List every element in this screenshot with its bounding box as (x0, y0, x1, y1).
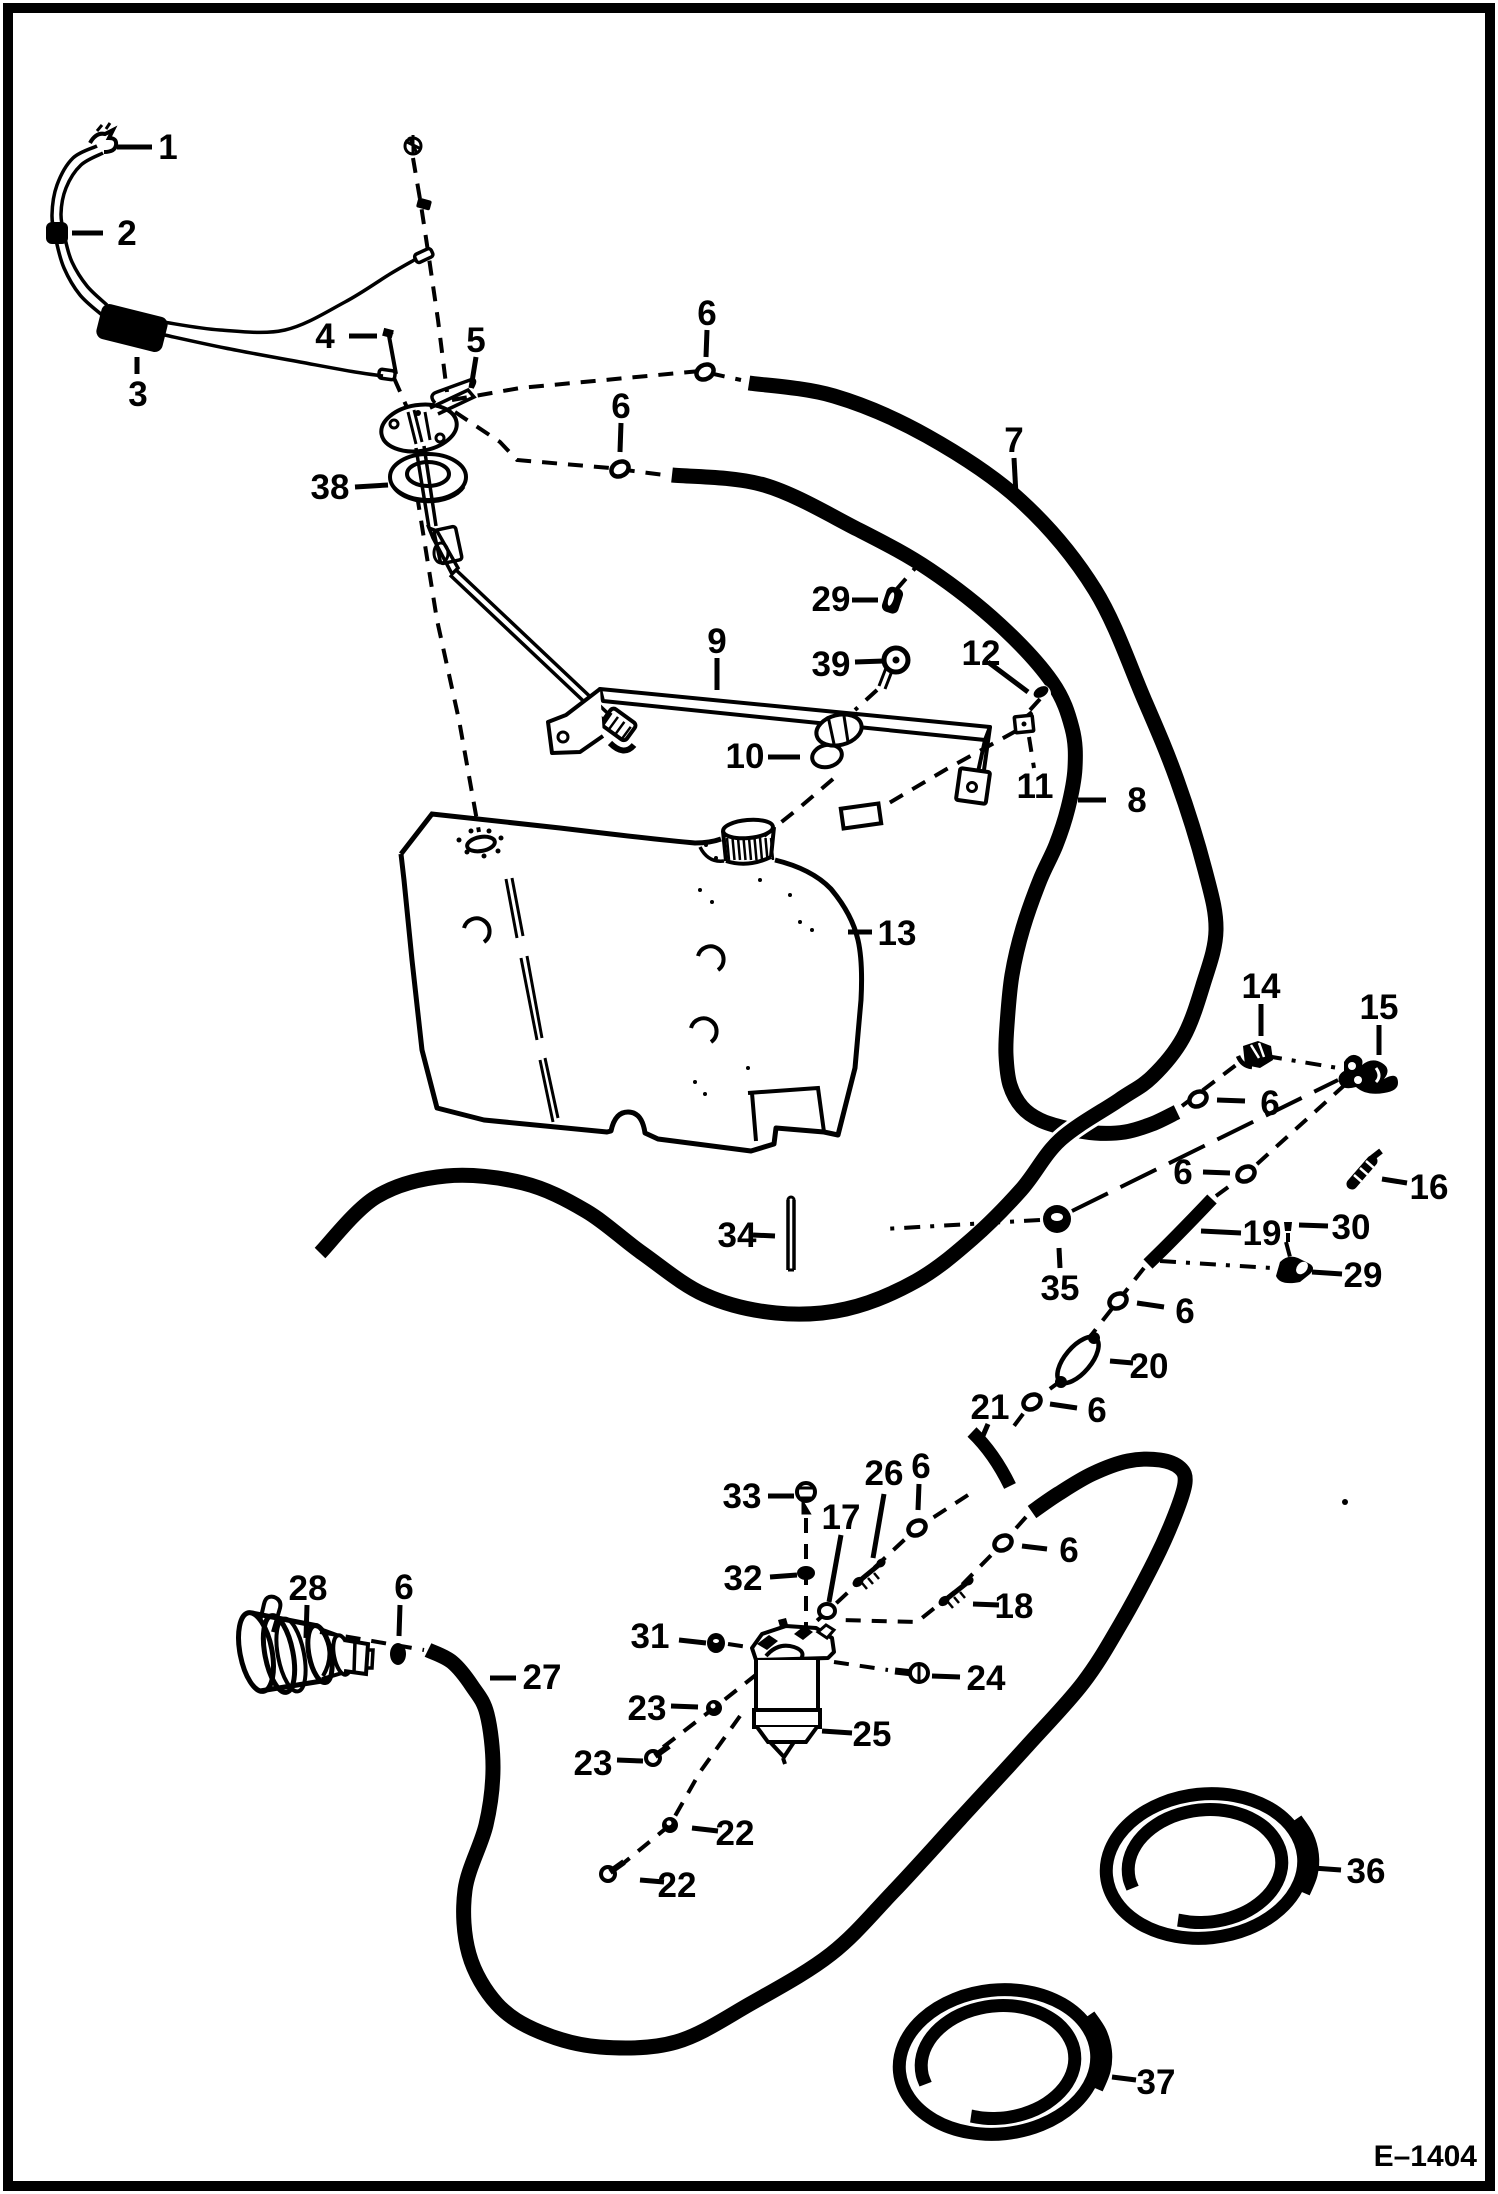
svg-text:16: 16 (1410, 1168, 1449, 1207)
svg-text:15: 15 (1360, 988, 1399, 1027)
svg-text:22: 22 (658, 1866, 697, 1905)
svg-text:6: 6 (1059, 1531, 1078, 1570)
svg-text:27: 27 (523, 1658, 562, 1697)
svg-text:6: 6 (697, 294, 716, 333)
svg-text:2: 2 (117, 214, 136, 253)
svg-text:19: 19 (1243, 1214, 1282, 1253)
svg-text:6: 6 (911, 1447, 930, 1486)
svg-text:7: 7 (1004, 421, 1023, 460)
svg-text:E–1404: E–1404 (1374, 2140, 1478, 2173)
svg-text:25: 25 (853, 1715, 892, 1754)
svg-text:6: 6 (394, 1568, 413, 1607)
svg-text:21: 21 (971, 1388, 1010, 1427)
svg-text:9: 9 (707, 622, 726, 661)
svg-text:33: 33 (723, 1477, 762, 1516)
svg-text:32: 32 (724, 1559, 763, 1598)
svg-text:8: 8 (1127, 781, 1146, 820)
svg-text:13: 13 (878, 914, 917, 953)
svg-text:3: 3 (128, 375, 147, 414)
svg-text:6: 6 (1173, 1153, 1192, 1192)
svg-text:6: 6 (611, 387, 630, 426)
svg-text:29: 29 (812, 580, 851, 619)
svg-text:35: 35 (1041, 1269, 1080, 1308)
svg-text:4: 4 (315, 317, 335, 356)
svg-text:6: 6 (1087, 1391, 1106, 1430)
svg-text:22: 22 (716, 1814, 755, 1853)
svg-text:28: 28 (289, 1569, 328, 1608)
svg-text:31: 31 (631, 1617, 670, 1656)
svg-text:10: 10 (726, 737, 765, 776)
svg-text:23: 23 (628, 1689, 667, 1728)
svg-text:29: 29 (1344, 1256, 1383, 1295)
svg-text:18: 18 (995, 1587, 1034, 1626)
svg-text:34: 34 (718, 1216, 757, 1255)
svg-text:11: 11 (1017, 767, 1054, 806)
svg-text:39: 39 (812, 645, 851, 684)
svg-text:23: 23 (574, 1744, 613, 1783)
svg-text:38: 38 (311, 468, 350, 507)
svg-text:30: 30 (1332, 1208, 1371, 1247)
svg-text:14: 14 (1242, 967, 1281, 1006)
svg-text:26: 26 (865, 1454, 904, 1493)
svg-text:36: 36 (1347, 1852, 1386, 1891)
svg-text:1: 1 (158, 128, 177, 167)
svg-text:24: 24 (967, 1659, 1006, 1698)
svg-text:6: 6 (1260, 1084, 1279, 1123)
svg-text:37: 37 (1137, 2063, 1176, 2102)
svg-text:20: 20 (1130, 1347, 1169, 1386)
svg-text:17: 17 (822, 1498, 861, 1537)
svg-text:5: 5 (466, 321, 485, 360)
svg-text:6: 6 (1175, 1292, 1194, 1331)
